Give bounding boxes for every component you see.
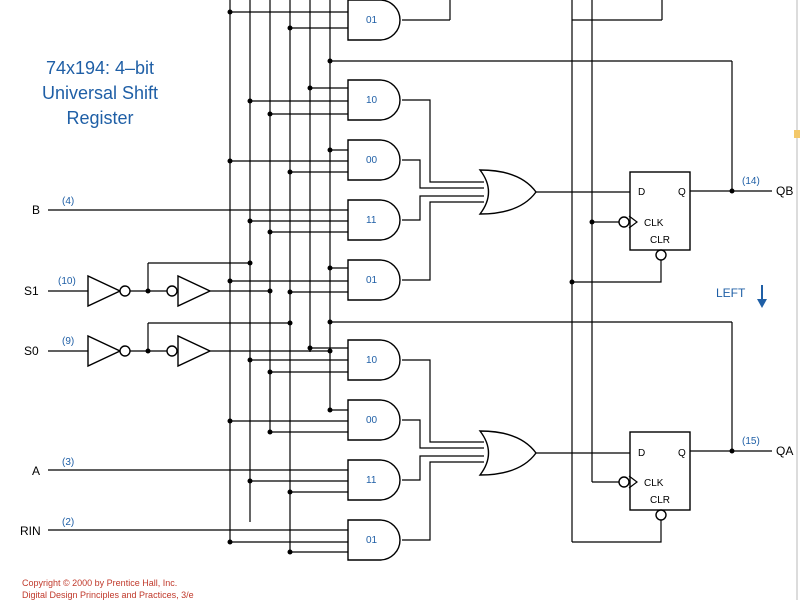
gate-label: 01 bbox=[366, 15, 378, 26]
clear-bubble bbox=[655, 249, 667, 261]
or-gate-a bbox=[478, 430, 537, 476]
input-a-pin: (3) bbox=[62, 457, 74, 468]
input-s0-pin: (9) bbox=[62, 336, 74, 347]
title-line: 74x194: 4–bit bbox=[45, 58, 155, 78]
ff-b-d-label: D bbox=[638, 187, 645, 198]
buffer-s1 bbox=[177, 274, 212, 308]
clock-bubble bbox=[618, 476, 630, 488]
and-gate: 10 bbox=[347, 339, 401, 381]
clock-triangle bbox=[628, 475, 638, 489]
gate-label: 11 bbox=[366, 215, 377, 226]
input-b-label: B bbox=[32, 203, 40, 217]
wire bbox=[402, 455, 484, 481]
ff-b-q-label: Q bbox=[678, 187, 686, 198]
copyright-line-1: Copyright © 2000 by Prentice Hall, Inc. bbox=[22, 578, 178, 588]
ff-a-clk-label: CLK bbox=[644, 478, 664, 489]
buffer-s0 bbox=[177, 334, 212, 368]
and-gate: 00 bbox=[347, 399, 401, 441]
gate-label: 10 bbox=[366, 95, 378, 106]
and-gate: 01 bbox=[347, 519, 401, 561]
output-qb-label: QB bbox=[776, 184, 793, 198]
wire bbox=[402, 159, 484, 189]
wire bbox=[402, 419, 484, 449]
gate-label: 01 bbox=[366, 535, 378, 546]
edge-mark bbox=[794, 130, 800, 138]
gate-label: 11 bbox=[366, 475, 377, 486]
input-s0-label: S0 bbox=[24, 344, 39, 358]
inverter-bubble bbox=[119, 345, 131, 357]
output-qa-pin: (15) bbox=[742, 436, 760, 447]
clear-bubble bbox=[655, 509, 667, 521]
and-gate: 10 bbox=[347, 79, 401, 121]
ff-a-q-label: Q bbox=[678, 448, 686, 459]
flipflop-b bbox=[629, 171, 691, 251]
and-gate: 01 bbox=[347, 0, 401, 41]
gate-label: 01 bbox=[366, 275, 378, 286]
inverter-s0 bbox=[87, 334, 122, 368]
ff-a-d-label: D bbox=[638, 448, 645, 459]
wire bbox=[402, 201, 484, 281]
output-qa-label: QA bbox=[776, 444, 793, 458]
clear-wire bbox=[572, 260, 662, 283]
and-gate: 11 bbox=[347, 199, 401, 241]
gate-label: 10 bbox=[366, 355, 378, 366]
inverter-bubble bbox=[166, 285, 178, 297]
wire bbox=[402, 461, 484, 541]
diagram-title: 74x194: 4–bit Universal Shift Register bbox=[20, 56, 180, 131]
flipflop-a bbox=[629, 431, 691, 511]
title-line: Register bbox=[66, 108, 134, 128]
input-rin-pin: (2) bbox=[62, 517, 74, 528]
wire bbox=[402, 359, 484, 443]
clock-bubble bbox=[618, 216, 630, 228]
and-gate: 11 bbox=[347, 459, 401, 501]
wire bbox=[402, 195, 484, 221]
down-arrow-icon bbox=[757, 285, 767, 308]
and-gate: 01 bbox=[347, 259, 401, 301]
and-gate: 00 bbox=[347, 139, 401, 181]
copyright-line-2: Digital Design Principles and Practices,… bbox=[22, 590, 194, 600]
inverter-bubble bbox=[166, 345, 178, 357]
inverter-bubble bbox=[119, 285, 131, 297]
ff-a-clr-label: CLR bbox=[650, 495, 670, 506]
clear-wire bbox=[572, 520, 662, 543]
clock-triangle bbox=[628, 215, 638, 229]
gate-label: 00 bbox=[366, 415, 378, 426]
wire bbox=[402, 99, 484, 183]
junctions bbox=[145, 9, 735, 555]
input-s1-pin: (10) bbox=[58, 276, 76, 287]
ff-b-clk-label: CLK bbox=[644, 218, 664, 229]
shift-direction-label: LEFT bbox=[716, 286, 746, 300]
output-qb-pin: (14) bbox=[742, 176, 760, 187]
ff-b-clr-label: CLR bbox=[650, 235, 670, 246]
or-gate-b bbox=[478, 169, 537, 215]
input-rin-label: RIN bbox=[20, 524, 41, 538]
input-a-label: A bbox=[32, 464, 40, 478]
gate-label: 00 bbox=[366, 155, 378, 166]
inverter-s1 bbox=[87, 274, 122, 308]
input-b-pin: (4) bbox=[62, 196, 74, 207]
input-s1-label: S1 bbox=[24, 284, 39, 298]
title-line: Universal Shift bbox=[41, 83, 159, 103]
